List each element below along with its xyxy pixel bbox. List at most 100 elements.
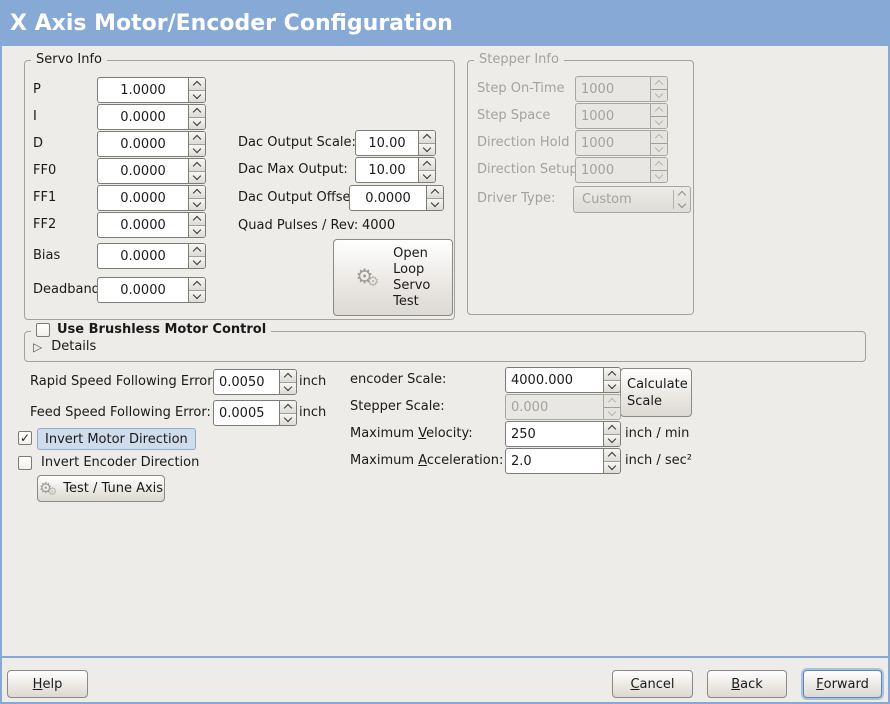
d-input[interactable] (98, 132, 188, 156)
invert-motor-checkbox[interactable]: ✓ (18, 431, 32, 445)
use-brushless-checkbox[interactable] (36, 323, 50, 337)
spin-up-button[interactable] (189, 78, 205, 91)
spin-up-button[interactable] (189, 105, 205, 118)
maximum-acceleration-input[interactable] (506, 449, 603, 473)
step-space-label: Step Space (477, 108, 551, 123)
dac-output-offset-spinbox (349, 185, 444, 211)
spin-down-button (651, 116, 667, 128)
spin-down-button[interactable] (189, 144, 205, 156)
spin-up-button[interactable] (419, 158, 435, 171)
page-title: X Axis Motor/Encoder Configuration (10, 11, 453, 36)
bias-spinbox (97, 243, 206, 269)
p-label: P (33, 82, 41, 97)
acceleration-unit-label: inch / sec² (625, 453, 693, 468)
spin-up-button[interactable] (280, 401, 296, 414)
invert-encoder-checkbox[interactable] (18, 456, 32, 470)
encoder-scale-input[interactable] (506, 368, 603, 392)
quad-pulses-value: 4000 (362, 218, 396, 233)
d-label: D (33, 136, 44, 151)
dac-max-output-input[interactable] (356, 158, 418, 182)
direction-hold-spinbox (575, 130, 668, 156)
spin-up-button[interactable] (189, 278, 205, 291)
dac-output-offset-label: Dac Output Offset: (238, 190, 360, 205)
i-spinbox (97, 104, 206, 130)
spin-down-button[interactable] (604, 461, 620, 473)
details-expander[interactable]: ▷ Details (33, 339, 96, 354)
ff0-input[interactable] (98, 159, 188, 183)
spin-down-button[interactable] (189, 171, 205, 183)
spin-down-button (604, 407, 620, 419)
dac-output-scale-label: Dac Output Scale: (238, 135, 356, 150)
spin-down-button[interactable] (189, 198, 205, 210)
i-input[interactable] (98, 105, 188, 129)
spin-down-button[interactable] (189, 117, 205, 129)
expander-arrow-icon: ▷ (33, 339, 43, 354)
step-on-time-label: Step On-Time (477, 81, 565, 96)
spin-up-button[interactable] (189, 244, 205, 257)
spin-down-button[interactable] (419, 143, 435, 155)
test-tune-axis-button[interactable]: ⚙⚙ Test / Tune Axis (37, 475, 165, 502)
rapid-following-error-input[interactable] (214, 370, 279, 394)
rapid-following-error-label: Rapid Speed Following Error: (30, 374, 217, 389)
maximum-velocity-input[interactable] (506, 422, 603, 446)
direction-hold-label: Direction Hold (477, 135, 570, 150)
spin-down-button[interactable] (280, 382, 296, 394)
spin-up-button[interactable] (189, 159, 205, 172)
spin-up-button[interactable] (189, 132, 205, 145)
spin-down-button[interactable] (427, 198, 443, 210)
feed-following-error-input[interactable] (214, 401, 279, 425)
ff1-input[interactable] (98, 186, 188, 210)
spin-up-button[interactable] (604, 449, 620, 462)
spin-up-button (651, 77, 667, 90)
spin-down-button[interactable] (189, 290, 205, 302)
ff2-input[interactable] (98, 213, 188, 237)
dac-output-scale-input[interactable] (356, 131, 418, 155)
feed-following-error-label: Feed Speed Following Error: (30, 405, 211, 420)
spin-up-button[interactable] (604, 422, 620, 435)
spin-down-button (651, 170, 667, 182)
p-input[interactable] (98, 78, 188, 102)
bias-input[interactable] (98, 244, 188, 268)
ff2-label: FF2 (33, 217, 57, 232)
gears-icon: ⚙⚙ (355, 264, 380, 290)
dac-output-offset-input[interactable] (350, 186, 426, 210)
d-spinbox (97, 131, 206, 157)
spin-down-button[interactable] (280, 413, 296, 425)
driver-type-label: Driver Type: (477, 191, 556, 206)
spin-up-button[interactable] (427, 186, 443, 199)
combo-arrows-icon (674, 190, 690, 209)
invert-motor-label[interactable]: Invert Motor Direction (37, 428, 196, 450)
spin-down-button[interactable] (189, 225, 205, 237)
spin-up-button[interactable] (280, 370, 296, 383)
spin-up-button[interactable] (604, 368, 620, 381)
feed-following-error-spinbox (213, 400, 297, 426)
spin-down-button[interactable] (419, 170, 435, 182)
direction-setup-input (576, 158, 650, 182)
spin-down-button[interactable] (189, 90, 205, 102)
spin-up-button[interactable] (189, 186, 205, 199)
spin-down-button[interactable] (604, 380, 620, 392)
spin-up-button (651, 131, 667, 144)
calculate-scale-button[interactable]: Calculate Scale (620, 368, 692, 417)
velocity-unit-label: inch / min (625, 426, 690, 441)
maximum-velocity-spinbox (505, 421, 621, 447)
spin-up-button[interactable] (189, 213, 205, 226)
spin-up-button[interactable] (419, 131, 435, 144)
ff1-label: FF1 (33, 190, 57, 205)
spin-up-button (604, 395, 620, 408)
ff2-spinbox (97, 212, 206, 238)
action-area-separator (2, 656, 888, 658)
deadband-label: Deadband (33, 282, 100, 297)
encoder-scale-label: encoder Scale: (350, 372, 447, 387)
step-on-time-spinbox (575, 76, 668, 102)
spin-down-button[interactable] (604, 434, 620, 446)
open-loop-servo-test-button[interactable]: ⚙⚙ Open Loop Servo Test (333, 239, 453, 316)
deadband-input[interactable] (98, 278, 188, 302)
spin-down-button[interactable] (189, 256, 205, 268)
step-on-time-input (576, 77, 650, 101)
